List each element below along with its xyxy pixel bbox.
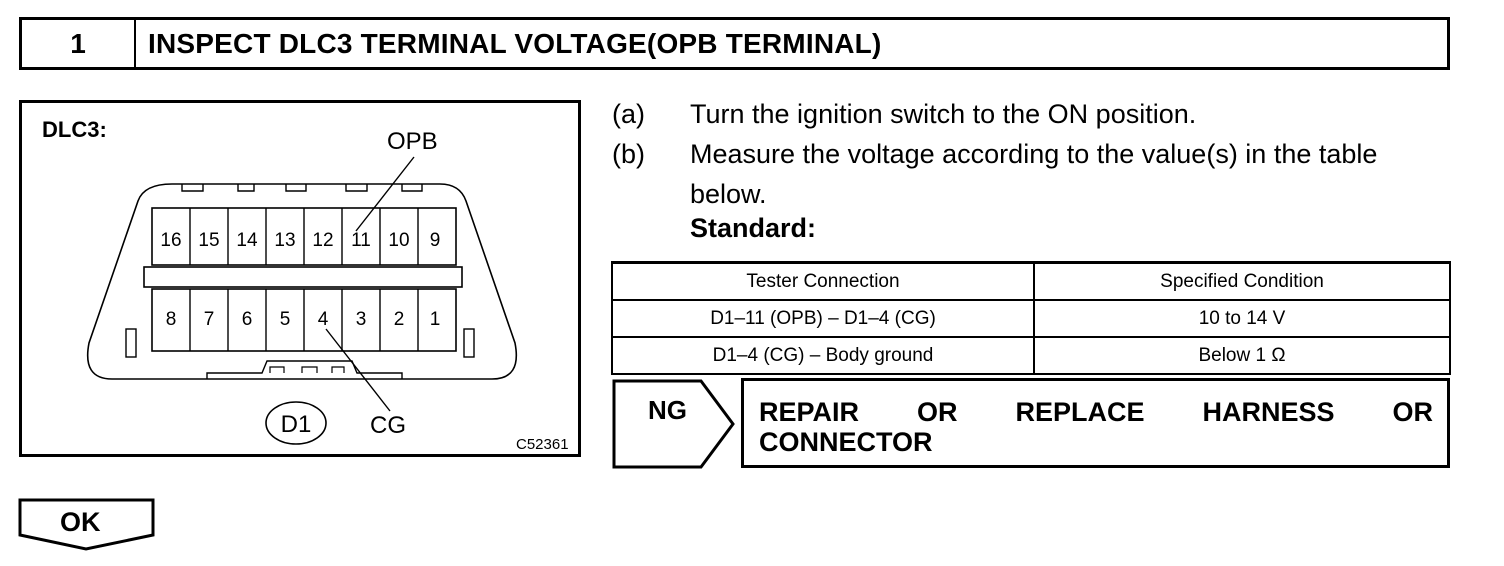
- pin-6: 6: [242, 309, 253, 330]
- pin-13: 13: [274, 230, 295, 251]
- step-b-label: (b): [612, 139, 645, 169]
- figure-code: C52361: [516, 436, 569, 453]
- standard-label: Standard:: [690, 213, 817, 243]
- pin-1: 1: [430, 309, 441, 330]
- pin-14: 14: [236, 230, 258, 251]
- ng-action-word: REPAIR: [759, 397, 860, 427]
- pin-4: 4: [318, 309, 329, 330]
- connector-outline: [87, 183, 517, 380]
- section-header: 1 INSPECT DLC3 TERMINAL VOLTAGE(OPB TERM…: [19, 17, 1450, 70]
- ok-label: OK: [60, 507, 101, 537]
- table-header-row: Tester Connection Specified Condition: [611, 261, 1451, 301]
- spec-table: Tester Connection Specified Condition D1…: [611, 261, 1451, 375]
- ng-action-box: REPAIR OR REPLACE HARNESS OR CONNECTOR: [741, 378, 1450, 468]
- section-number: 1: [22, 20, 136, 67]
- dlc3-connector-drawing: 16 15 14 13 12 11 10 9 8 7 6 5 4 3 2 1 D…: [42, 117, 569, 453]
- pin-9: 9: [430, 230, 441, 251]
- pin-12: 12: [312, 230, 333, 251]
- step-a-label: (a): [612, 99, 645, 129]
- step-b-text-line1: Measure the voltage according to the val…: [690, 139, 1378, 169]
- opb-label: OPB: [387, 128, 438, 155]
- ng-action-line1: REPAIR OR REPLACE HARNESS OR: [759, 397, 1433, 427]
- ng-action-word: OR: [1392, 397, 1434, 427]
- pin-7: 7: [204, 309, 215, 330]
- table-cell: D1–4 (CG) – Body ground: [611, 336, 1035, 375]
- connector-name-label: DLC3:: [42, 117, 107, 142]
- table-cell: Below 1 Ω: [1033, 336, 1451, 375]
- step-b-text-line2: below.: [690, 179, 767, 209]
- ng-action-word: HARNESS: [1202, 397, 1335, 427]
- pin-2: 2: [394, 309, 405, 330]
- cg-label: CG: [370, 412, 406, 439]
- ng-label: NG: [648, 395, 687, 425]
- table-cell: D1–11 (OPB) – D1–4 (CG): [611, 299, 1035, 338]
- table-header: Tester Connection: [611, 261, 1035, 301]
- pin-3: 3: [356, 309, 367, 330]
- pin-16: 16: [160, 230, 181, 251]
- table-row: D1–11 (OPB) – D1–4 (CG) 10 to 14 V: [611, 299, 1451, 338]
- table-cell: 10 to 14 V: [1033, 299, 1451, 338]
- dlc3-diagram: 16 15 14 13 12 11 10 9 8 7 6 5 4 3 2 1 D…: [19, 100, 581, 457]
- connector-id: D1: [281, 411, 312, 438]
- ng-action-line2: CONNECTOR: [759, 427, 933, 457]
- pin-11: 11: [351, 230, 371, 251]
- connector-id-ellipse: [265, 401, 327, 445]
- ng-action-word: REPLACE: [1015, 397, 1145, 427]
- cg-leader-line: [325, 328, 391, 412]
- ok-arrow-box: [18, 498, 155, 551]
- ng-action-word: OR: [917, 397, 958, 427]
- pin-5: 5: [280, 309, 291, 330]
- step-a-text: Turn the ignition switch to the ON posit…: [690, 99, 1197, 129]
- table-row: D1–4 (CG) – Body ground Below 1 Ω: [611, 336, 1451, 375]
- pin-15: 15: [198, 230, 219, 251]
- table-header: Specified Condition: [1033, 261, 1451, 301]
- ng-arrow-box: [612, 379, 735, 469]
- opb-leader-line: [355, 156, 415, 232]
- pin-10: 10: [388, 230, 409, 251]
- pin-8: 8: [166, 309, 177, 330]
- section-title: INSPECT DLC3 TERMINAL VOLTAGE(OPB TERMIN…: [148, 27, 882, 59]
